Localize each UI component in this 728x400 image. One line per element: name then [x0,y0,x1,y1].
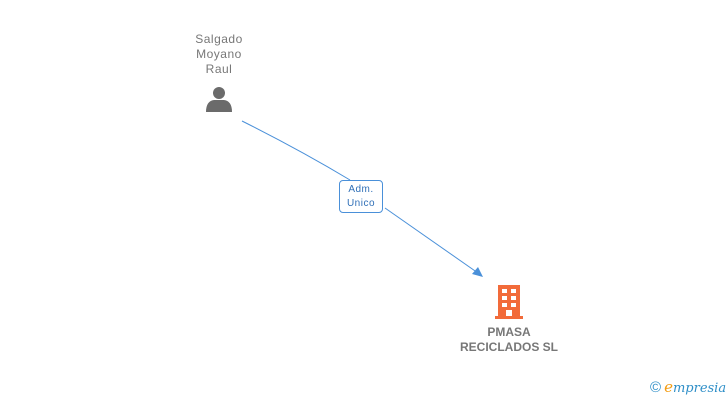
brand-logo: empresia [664,378,726,396]
company-name-line-1: PMASA [487,325,531,339]
arrowhead-icon [472,267,483,277]
person-node[interactable]: Salgado Moyano Raul [180,32,258,113]
person-name-line-1: Salgado [195,32,243,46]
company-node[interactable]: PMASA RECICLADOS SL [448,285,570,355]
role-badge[interactable]: Adm. Unico [339,180,383,213]
role-line-2: Unico [346,198,376,209]
copyright-icon: © [650,378,662,396]
edge-role-to-company [384,207,479,274]
role-line-1: Adm. [348,184,374,195]
edge-person-to-role [241,120,351,181]
brand-initial: e [664,378,673,396]
footer-brand: © empresia [650,378,726,396]
brand-rest: mpresia [672,381,727,396]
person-name-line-3: Raul [205,62,233,76]
company-name-line-2: RECICLADOS SL [459,340,558,354]
person-icon [206,87,232,112]
person-name-line-2: Moyano [196,47,242,61]
building-icon [495,285,523,319]
